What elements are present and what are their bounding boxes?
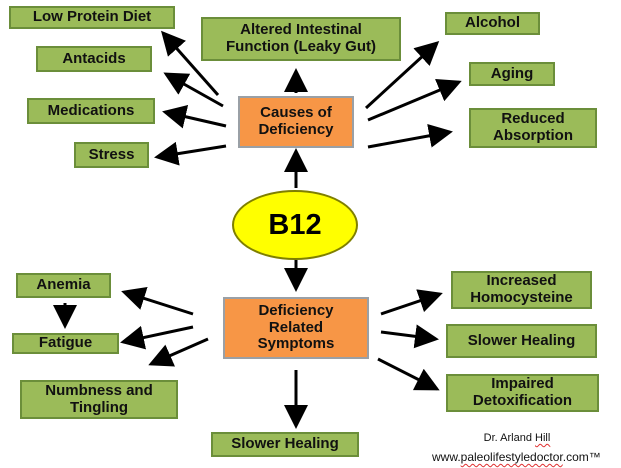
arrow-to-low-protein <box>161 30 220 96</box>
detoxification-box: Impaired Detoxification <box>446 374 599 412</box>
slower-healing-bottom-box: Slower Healing <box>211 432 359 457</box>
arrow-to-homocysteine <box>380 289 443 316</box>
deficiency-symptoms-hub: Deficiency Related Symptoms <box>223 297 369 359</box>
arrow-to-numbness <box>148 337 209 367</box>
arrow-to-medications <box>162 105 227 129</box>
detox-label: Impaired Detoxification <box>472 375 573 409</box>
site-suffix: .com™ <box>562 450 601 464</box>
homocysteine-label: Increased Homocysteine <box>470 272 573 306</box>
b12-center: B12 <box>232 190 358 260</box>
arrow-to-reduced-absorption <box>367 123 453 149</box>
leaky-gut-label: Altered Intestinal Function (Leaky Gut) <box>226 21 376 55</box>
author-credit: Dr. Arland Hill <box>462 432 572 444</box>
arrow-to-detox <box>377 357 440 391</box>
symptoms-hub-label: Deficiency Related Symptoms <box>257 301 335 353</box>
arrow-to-slower-healing-right <box>380 324 439 349</box>
aging-box: Aging <box>469 62 555 86</box>
anemia-box: Anemia <box>16 273 111 298</box>
medications-box: Medications <box>27 98 155 124</box>
arrow-to-fatigue <box>120 325 194 350</box>
site-prefix: www. <box>432 450 461 464</box>
site-domain: paleolifestyledoctor <box>460 450 563 464</box>
author-first-name: Dr. Arland <box>483 432 532 444</box>
numbness-tingling-box: Numbness and Tingling <box>20 380 178 419</box>
arrow-to-aging <box>367 79 462 122</box>
author-last-name: Hill <box>535 432 551 444</box>
numbness-label: Numbness and Tingling <box>45 381 153 416</box>
fatigue-box: Fatigue <box>12 333 119 354</box>
homocysteine-box: Increased Homocysteine <box>451 271 592 309</box>
arrow-to-antacids <box>163 72 224 108</box>
leaky-gut-box: Altered Intestinal Function (Leaky Gut) <box>201 17 401 61</box>
arrow-to-anemia <box>121 286 194 316</box>
arrow-to-alcohol <box>364 40 440 110</box>
slower-healing-right-box: Slower Healing <box>446 324 597 358</box>
antacids-box: Antacids <box>36 46 152 72</box>
causes-of-deficiency-hub: Causes of Deficiency <box>238 96 354 148</box>
reduced-absorption-label: Reduced Absorption <box>493 110 573 144</box>
causes-hub-label: Causes of Deficiency <box>258 104 334 138</box>
reduced-absorption-box: Reduced Absorption <box>469 108 597 148</box>
website-credit: www.paleolifestyledoctor.com™ <box>432 450 601 464</box>
low-protein-diet-box: Low Protein Diet <box>9 6 175 29</box>
alcohol-box: Alcohol <box>445 12 540 35</box>
arrow-to-stress <box>154 141 227 166</box>
stress-box: Stress <box>74 142 149 168</box>
